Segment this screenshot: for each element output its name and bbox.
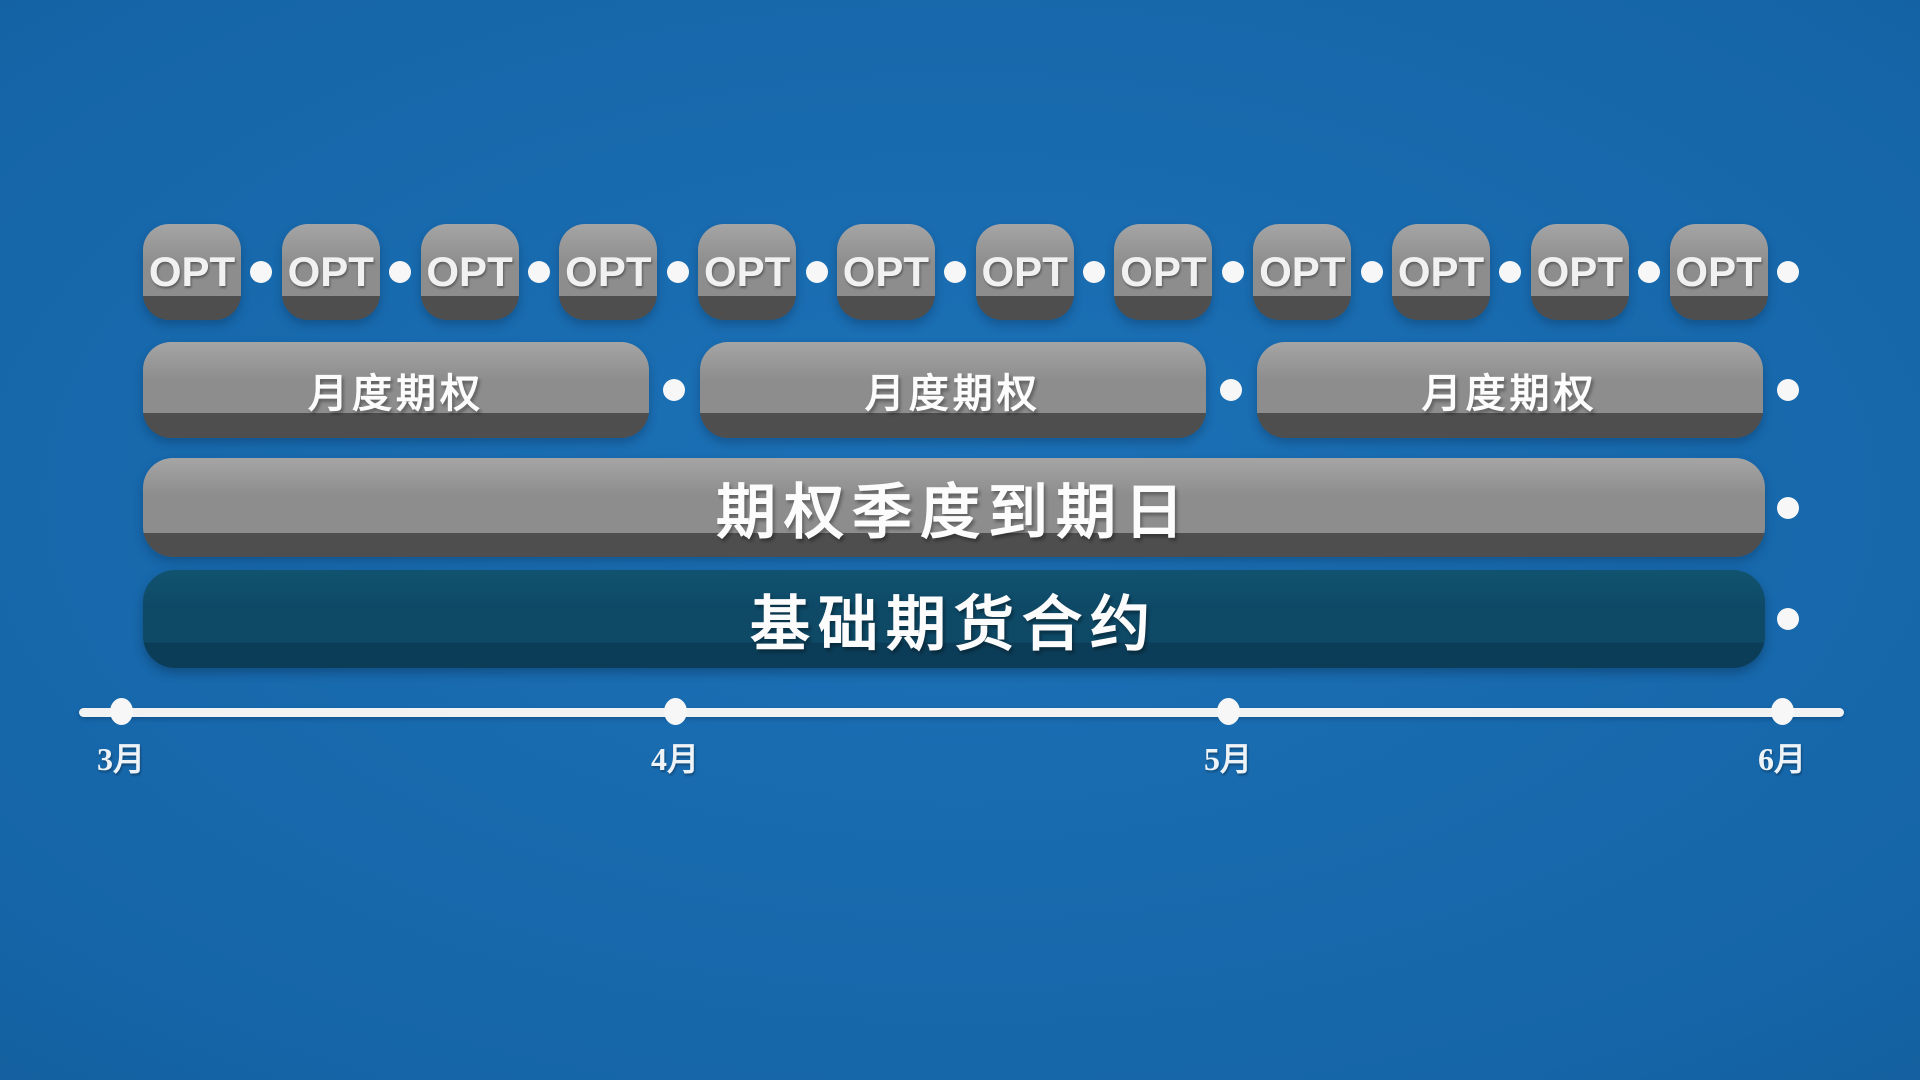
opt-box-label: OPT <box>1536 248 1623 295</box>
opt-box: OPT <box>1253 224 1352 320</box>
opt-box: OPT <box>1530 224 1629 320</box>
opt-box-label: OPT <box>1675 248 1762 295</box>
separator-dot <box>805 261 828 283</box>
separator-dot <box>1776 261 1799 283</box>
diagram-rows: OPT OPT OPT OPT OPT OPT OPT <box>143 224 1799 668</box>
timeline-month-label: 6月 <box>1757 741 1807 777</box>
timeline-month-label: 3月 <box>96 741 146 777</box>
timeline-tick: 3月 <box>97 698 145 780</box>
opt-box: OPT <box>559 224 658 320</box>
opt-box-label: OPT <box>1397 248 1485 295</box>
opt-series-row: OPT OPT OPT OPT OPT OPT OPT <box>143 224 1799 320</box>
opt-box: OPT <box>281 224 380 320</box>
monthly-option-label: 月度期权 <box>864 371 1041 416</box>
timeline-month-dot <box>109 698 133 725</box>
opt-box: OPT <box>975 224 1074 320</box>
opt-box: OPT <box>836 224 935 320</box>
monthly-option-bar: 月度期权 <box>1256 342 1763 438</box>
timeline-month-dot <box>1216 698 1240 725</box>
timeline-month-dot <box>663 698 687 725</box>
futures-contract-row: 基础期货合约 <box>143 570 1799 668</box>
opt-box-label: OPT <box>703 248 791 295</box>
futures-contract-bar: 基础期货合约 <box>143 570 1765 668</box>
separator-dot <box>1083 261 1106 283</box>
separator-dot <box>944 261 967 283</box>
opt-box-label: OPT <box>148 248 236 295</box>
quarterly-expiry-row: 期权季度到期日 <box>143 458 1799 557</box>
separator-dot <box>1360 261 1383 283</box>
timeline-axis-line <box>79 708 1844 717</box>
monthly-option-label: 月度期权 <box>308 371 484 416</box>
monthly-options-row: 月度期权 月度期权 月度期权 <box>143 342 1799 438</box>
separator-dot <box>663 379 686 401</box>
opt-box-label: OPT <box>1259 248 1346 295</box>
separator-dot <box>527 261 550 283</box>
separator-dot <box>1776 379 1799 401</box>
timeline-month-label: 5月 <box>1203 741 1253 777</box>
separator-dot <box>389 261 412 283</box>
opt-box-label: OPT <box>842 248 930 295</box>
timeline-month-label: 4月 <box>650 741 700 777</box>
quarterly-expiry-bar: 期权季度到期日 <box>143 458 1765 557</box>
opt-box: OPT <box>698 224 797 320</box>
separator-dot <box>1221 261 1244 283</box>
opt-box-label: OPT <box>1120 248 1207 295</box>
timeline-tick: 4月 <box>651 698 699 780</box>
opt-box: OPT <box>143 224 241 320</box>
monthly-option-bar: 月度期权 <box>143 342 649 438</box>
separator-dot <box>1220 379 1243 401</box>
timeline-month-dot <box>1770 698 1794 725</box>
row-end-dot <box>1777 608 1799 630</box>
opt-box: OPT <box>1392 224 1491 320</box>
monthly-option-bar: 月度期权 <box>699 342 1206 438</box>
separator-dot <box>666 261 689 283</box>
opt-box-label: OPT <box>565 248 652 295</box>
separator-dot <box>1638 261 1661 283</box>
quarterly-expiry-label: 期权季度到期日 <box>716 480 1192 546</box>
opt-box-label: OPT <box>287 248 374 295</box>
separator-dot <box>250 261 273 283</box>
separator-dot <box>1499 261 1522 283</box>
monthly-option-label: 月度期权 <box>1421 371 1598 416</box>
opt-box: OPT <box>1669 224 1768 320</box>
opt-box-label: OPT <box>426 248 513 295</box>
timeline-tick: 5月 <box>1204 698 1252 780</box>
opt-box-label: OPT <box>981 248 1068 295</box>
futures-contract-label: 基础期货合约 <box>750 591 1158 658</box>
row-end-dot <box>1777 496 1799 519</box>
timeline-tick: 6月 <box>1758 698 1806 780</box>
opt-box: OPT <box>420 224 519 320</box>
opt-box: OPT <box>1114 224 1213 320</box>
